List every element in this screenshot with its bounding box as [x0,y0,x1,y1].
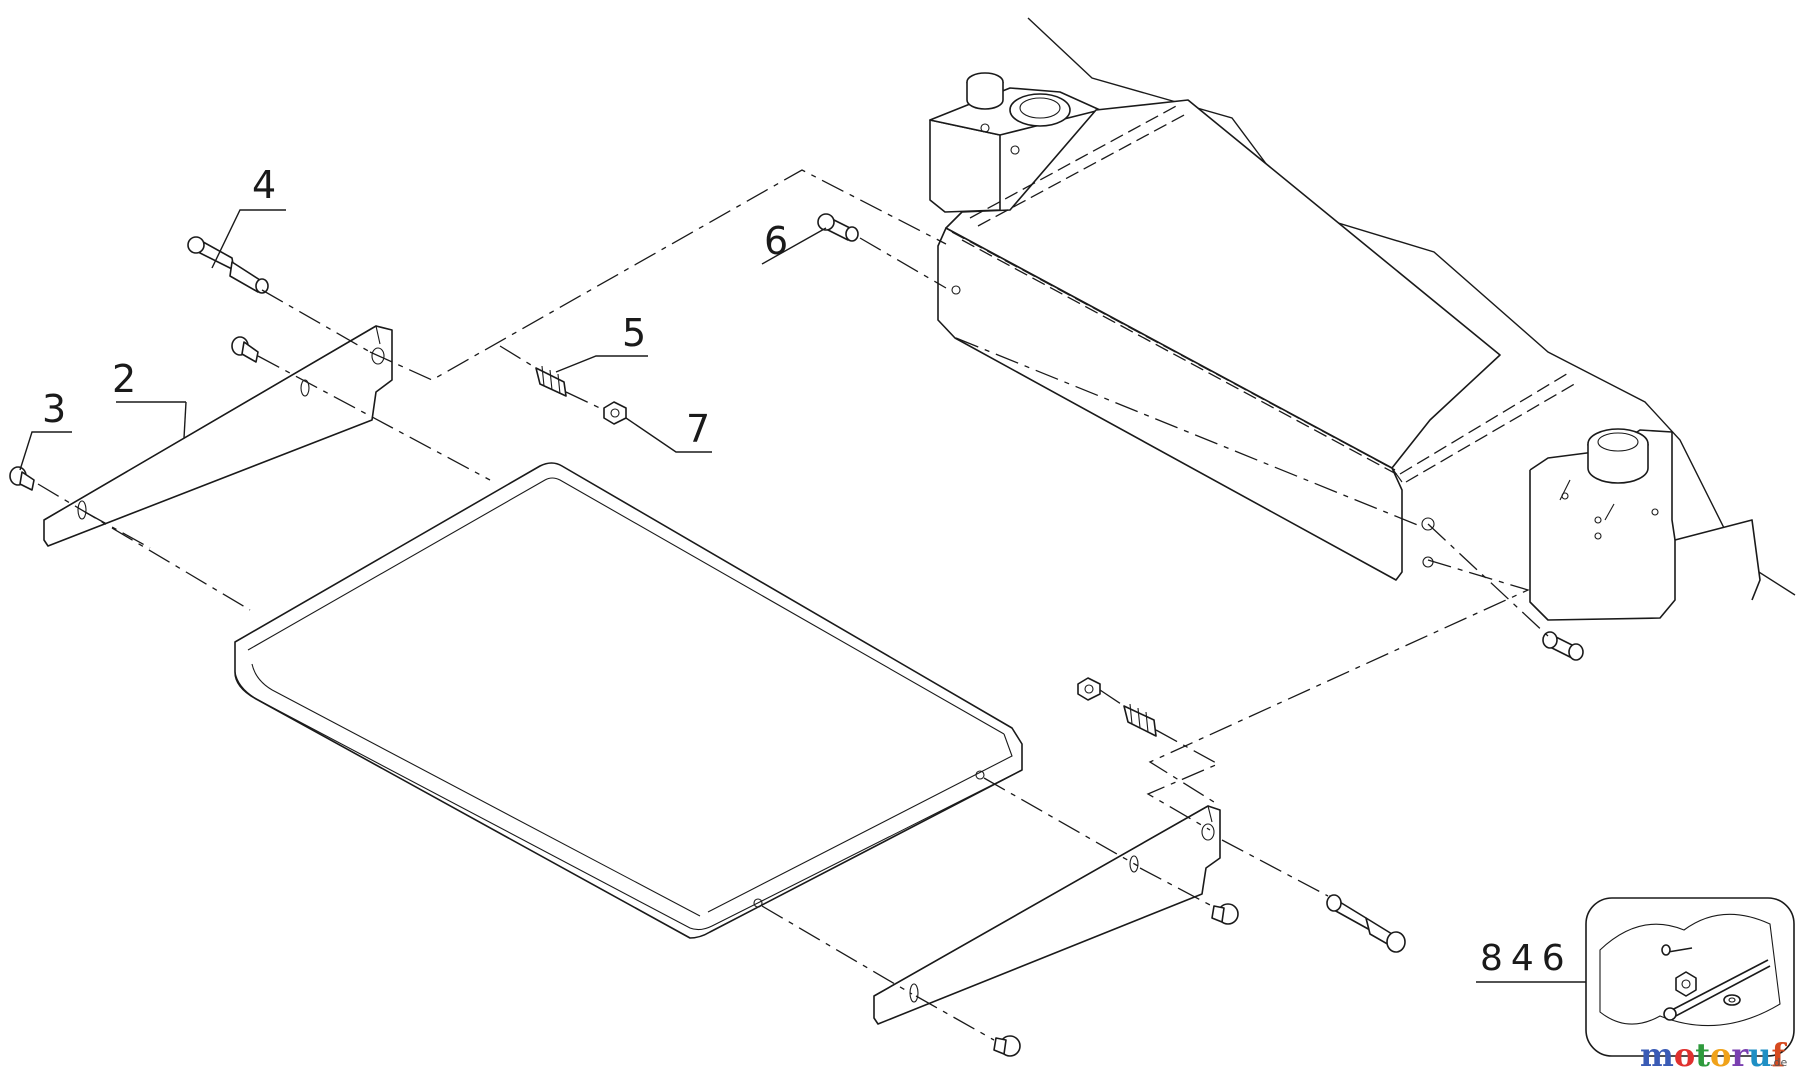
hardware-kit-inset [1585,897,1795,1057]
motoruf-watermark: motoruf .de [1640,1036,1787,1074]
watermark-letter: f [1771,1036,1787,1074]
leader-lines [19,209,1586,983]
watermark-letter: o [1674,1036,1695,1074]
bracket-right [873,805,1221,1025]
watermark-letter: m [1640,1036,1674,1074]
callout-labels: 4 2 3 5 6 7 846 [42,163,1573,979]
table-plate [234,462,1023,939]
pin-upper [187,236,269,294]
leader-7 [625,417,712,453]
watermark-letter: t [1695,1036,1710,1074]
screw-lower-1 [1211,903,1239,925]
watermark-letter: r [1731,1036,1749,1074]
pin-6-upper [817,213,859,242]
callout-7: 7 [686,407,710,451]
leader-5 [555,355,648,373]
bracket-left [43,325,393,547]
pin-6-lower [1542,631,1584,661]
leader-6 [761,227,827,265]
machine-base [929,17,1796,621]
watermark-letter: o [1710,1036,1731,1074]
screw-lower-2 [993,1035,1021,1057]
callout-5: 5 [622,311,646,355]
spring-upper [535,365,567,397]
leader-4 [211,209,286,269]
nut-upper [603,401,627,425]
callout-2: 2 [112,357,136,401]
assembly-lines [37,169,1549,1041]
pin-lower [1326,894,1406,953]
screw-upper [231,336,259,363]
callout-6: 6 [764,219,788,263]
watermark-logo: motoruf [1640,1036,1787,1074]
screw-3-left [9,466,35,491]
nut-lower [1077,677,1101,701]
watermark-suffix: .de [1770,1056,1787,1069]
callout-kit: 846 [1480,938,1573,979]
callout-4: 4 [252,163,276,207]
leader-2 [183,401,187,439]
callout-3: 3 [42,387,66,431]
watermark-letter: u [1748,1036,1771,1074]
spring-lower [1123,703,1157,737]
leader-3 [19,431,72,471]
